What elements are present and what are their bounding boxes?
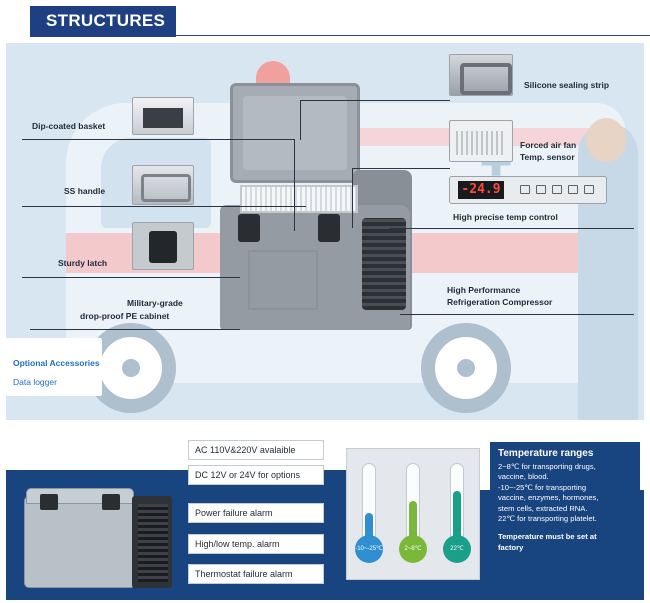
latch-icon <box>318 214 340 242</box>
callout-line <box>22 277 240 278</box>
temperature-note-line2: factory <box>498 542 524 552</box>
accessory-data-logger: Data logger <box>13 377 57 387</box>
callout-line <box>22 139 294 140</box>
label-seal: Silicone sealing strip <box>524 80 610 90</box>
wheel-icon <box>421 323 511 413</box>
latch-icon <box>102 494 120 510</box>
temp-controller-thumbnail: -24.9 <box>449 176 607 204</box>
temperature-ranges-title: Temperature ranges <box>498 448 594 459</box>
thermometer-label: 22℃ <box>443 535 471 563</box>
thermometer-label: 2~8℃ <box>399 535 427 563</box>
thermometer-icon: 22℃ <box>443 463 471 573</box>
temperature-ranges-box: Temperature ranges 2~8℃ for transporting… <box>490 442 640 594</box>
thermometer-icon: -10~-25℃ <box>355 463 383 573</box>
header-rule <box>176 35 650 36</box>
controller-button <box>568 185 578 194</box>
feature-ac-power: AC 110V&220V avalaible <box>188 440 324 460</box>
callout-line <box>294 139 295 231</box>
controller-button <box>520 185 530 194</box>
label-cabinet-line2: drop-proof PE cabinet <box>80 311 170 321</box>
thermometer-label: -10~-25℃ <box>355 535 383 563</box>
label-cabinet-line1: Military-grade <box>127 298 183 308</box>
accessories-panel <box>6 338 102 396</box>
latch-icon <box>238 214 260 242</box>
callout-line <box>22 206 306 207</box>
label-sensor: Temp. sensor <box>520 152 575 162</box>
temp-display: -24.9 <box>458 181 504 199</box>
basket-thumbnail <box>132 97 194 135</box>
basket-image <box>240 185 358 213</box>
label-latch: Sturdy latch <box>58 258 108 268</box>
latch-thumbnail <box>132 222 194 270</box>
feature-power-failure-alarm: Power failure alarm <box>188 503 324 523</box>
thermometer-panel: -10~-25℃ 2~8℃ 22℃ <box>346 448 480 580</box>
temperature-range-line: 2~8℃ for transporting drugs, <box>498 462 596 471</box>
accessories-title: Optional Accessories <box>13 358 100 368</box>
thermometer-icon: 2~8℃ <box>399 463 427 573</box>
callout-line <box>30 329 240 330</box>
label-compressor-line1: High Performance <box>447 285 521 295</box>
seal-thumbnail <box>449 54 513 96</box>
label-fan: Forced air fan <box>520 140 577 150</box>
temperature-range-line: vaccine, enzymes, hormones, <box>498 493 599 503</box>
controller-button <box>552 185 562 194</box>
callout-line <box>390 228 634 229</box>
callout-line <box>300 100 450 101</box>
temperature-range-line: stem cells, extracted RNA. <box>498 503 588 513</box>
section-header: STRUCTURES <box>0 0 650 42</box>
callout-line <box>352 168 450 169</box>
temperature-note: Temperature must be set at factory <box>498 532 632 553</box>
callout-line <box>300 100 301 140</box>
page-title: STRUCTURES <box>46 11 166 30</box>
product-image <box>24 478 174 590</box>
feature-thermostat-alarm: Thermostat failure alarm <box>188 564 324 584</box>
controller-button <box>536 185 546 194</box>
temperature-note-line1: Temperature must be set at <box>498 532 597 542</box>
controller-button <box>584 185 594 194</box>
medic-head <box>586 118 626 162</box>
label-compressor-line2: Refrigeration Compressor <box>447 297 553 307</box>
header-tab <box>30 6 176 37</box>
temperature-range-line: 22℃ for transporting platelet. <box>498 514 597 524</box>
label-basket: Dip-coated basket <box>32 121 106 131</box>
feature-dc-power: DC 12V or 24V for options <box>188 465 324 485</box>
medic-figure <box>578 123 638 420</box>
latch-icon <box>40 494 58 510</box>
fan-thumbnail <box>449 120 513 162</box>
product-vent <box>138 504 168 582</box>
label-temp-control: High precise temp control <box>453 212 558 222</box>
temperature-range-line: -10~-25℃ for transporting <box>498 482 587 492</box>
temperature-range-line: vaccine, blood. <box>498 472 549 482</box>
compressor-vent <box>362 218 406 310</box>
handle-thumbnail <box>132 165 194 205</box>
cabinet-emblem <box>248 250 318 310</box>
label-handle: SS handle <box>64 186 106 196</box>
callout-line <box>352 168 353 228</box>
cabinet-lid <box>230 83 360 183</box>
feature-temp-alarm: High/low temp. alarm <box>188 534 324 554</box>
callout-line <box>400 314 634 315</box>
